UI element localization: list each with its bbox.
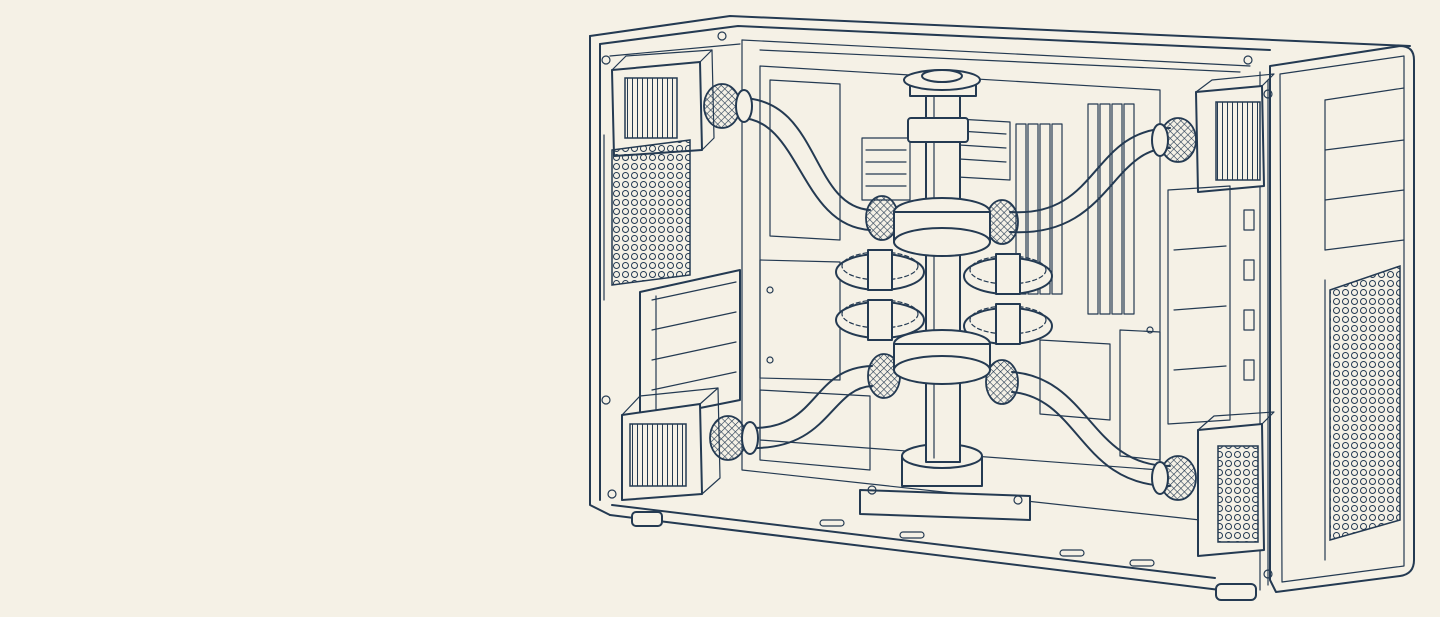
- pump-base-plate: [859, 489, 1031, 521]
- left-fan-top: [611, 49, 715, 157]
- left-mesh-panel: [603, 134, 691, 301]
- drive-bays-right: [1167, 185, 1255, 425]
- screws: [601, 31, 1273, 579]
- fitting-top-left-icon: [703, 83, 741, 129]
- front-mesh-grill: [1329, 264, 1401, 541]
- gear-icon: [963, 303, 1053, 345]
- front-panel: [1259, 45, 1415, 593]
- gear-icon: [835, 299, 925, 341]
- gear-icon: [835, 249, 925, 291]
- fitting-bottom-left-icon: [709, 415, 747, 461]
- foot-front-left: [631, 511, 663, 527]
- central-pump-column: [859, 69, 1031, 521]
- gear-assembly: [835, 249, 1053, 345]
- right-fan-top: [1195, 73, 1275, 193]
- coolant-tubes: [739, 97, 1171, 487]
- right-fan-bottom: [1197, 411, 1275, 557]
- case-frame: [589, 15, 1411, 601]
- left-fan-bottom: [621, 387, 721, 501]
- pump-shaft: [925, 91, 961, 463]
- gear-icon: [963, 253, 1053, 295]
- foot-front-right: [1215, 583, 1257, 601]
- pci-slots: [639, 269, 741, 421]
